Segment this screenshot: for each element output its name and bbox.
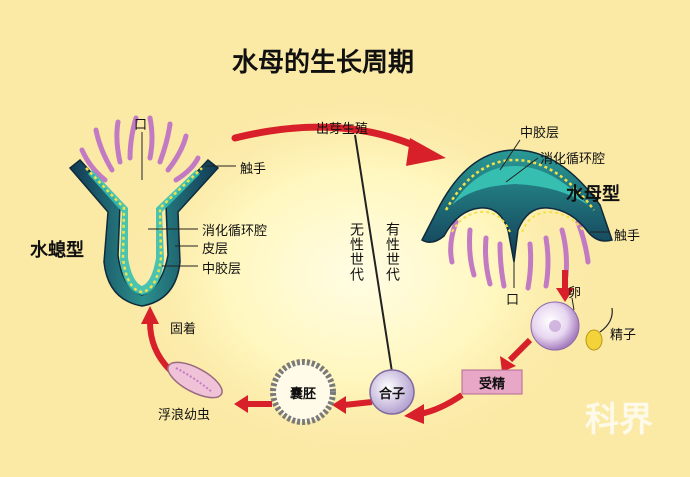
arrow-to-blastula [343,399,373,408]
polyp-mesoglea-line [85,167,203,294]
label-attach: 固着 [170,322,197,337]
label-planula: 浮浪幼虫 [158,408,211,423]
generation-divider [354,134,393,373]
label-medusa-type: 水母型 [566,184,620,205]
label-polyp-ectoderm: 皮层 [202,242,229,257]
label-polyp-cavity: 消化循环腔 [202,224,268,239]
label-asexual-generation: 无性世代 [348,222,364,282]
label-zygote: 合子 [378,386,405,402]
label-medusa-mouth: 口 [506,293,520,308]
arrow-to-attach [147,321,173,373]
label-blastula: 囊胚 [289,386,316,402]
planula-larva [167,361,223,399]
fertilization-box [461,369,523,395]
medusa-mesoglea-line [444,158,595,211]
cycle-arrows [141,123,574,424]
medusa-bell [421,149,613,263]
sperm-cell [585,307,613,351]
label-polyp-mouth: 口 [134,118,148,133]
label-polyp-mesoglea: 中胶层 [202,262,242,277]
label-budding: 出芽生殖 [316,122,369,137]
budding-arrow [231,123,424,152]
label-sexual-generation: 有性世代 [384,222,400,282]
label-medusa-tentacle: 触手 [614,229,641,244]
polyp-tentacles [79,115,201,183]
label-medusa-cavity: 消化循环腔 [540,152,606,167]
zygote-cell [369,369,415,415]
label-medusa-mesoglea: 中胶层 [520,126,560,141]
diagram-title: 水母的生长周期 [232,48,415,78]
label-polyp-type: 水螅型 [30,240,84,261]
watermark-logo: 科界 [585,400,653,440]
medusa-drawing [421,139,613,291]
medusa-cavity [452,166,588,205]
polyp-drawing [68,115,236,307]
arrow-to-fertilization [507,337,533,363]
label-polyp-tentacle: 触手 [240,162,267,177]
label-egg: 卵 [568,286,582,301]
label-fertilization: 受精 [478,376,505,392]
blastula-cell [270,359,336,425]
label-sperm: 精子 [610,328,637,343]
